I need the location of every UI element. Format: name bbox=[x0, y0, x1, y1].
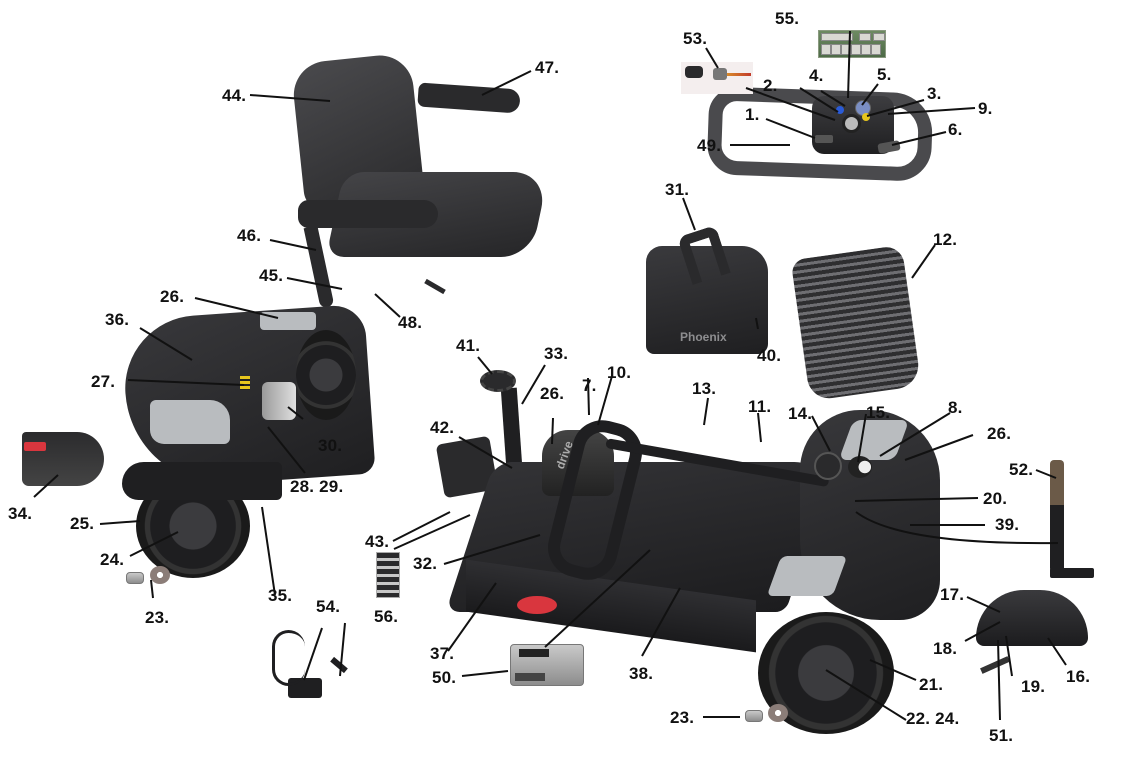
label-50: 50. bbox=[432, 668, 457, 687]
label-31: 31. bbox=[665, 180, 690, 199]
horn-button-blue bbox=[836, 106, 844, 114]
label-3: 3. bbox=[927, 84, 942, 103]
label-22-24: 22. 24. bbox=[906, 709, 960, 728]
fuse-block bbox=[376, 552, 400, 598]
label-25: 25. bbox=[70, 514, 95, 533]
axle-bolt-rear bbox=[126, 572, 144, 584]
battery-brand-text: Phoenix bbox=[680, 330, 727, 344]
label-34: 34. bbox=[8, 504, 33, 523]
label-32: 32. bbox=[413, 554, 438, 573]
steering-stem bbox=[1050, 460, 1064, 572]
label-43: 43. bbox=[365, 532, 390, 551]
label-39: 39. bbox=[995, 515, 1020, 534]
horn-button-yellow bbox=[862, 113, 870, 121]
label-18: 18. bbox=[933, 639, 958, 658]
label-48: 48. bbox=[398, 313, 423, 332]
label-26-front: 26. bbox=[987, 424, 1012, 443]
label-52: 52. bbox=[1009, 460, 1034, 479]
label-11: 11. bbox=[748, 397, 772, 416]
label-54: 54. bbox=[316, 597, 341, 616]
label-7: 7. bbox=[582, 376, 597, 395]
harness-connector bbox=[685, 66, 703, 78]
label-27: 27. bbox=[91, 372, 116, 391]
harness-plug bbox=[713, 68, 727, 80]
rear-shroud-accent-side bbox=[150, 400, 230, 444]
label-17: 17. bbox=[940, 585, 965, 604]
console-circuit-board bbox=[818, 30, 886, 58]
fork-key bbox=[980, 656, 1010, 674]
label-21: 21. bbox=[919, 675, 944, 694]
label-45: 45. bbox=[259, 266, 284, 285]
label-38: 38. bbox=[629, 664, 654, 683]
steering-stem-foot bbox=[1050, 568, 1094, 578]
label-16: 16. bbox=[1066, 667, 1091, 686]
label-12: 12. bbox=[933, 230, 958, 249]
tiller-drive-hood: drive bbox=[542, 430, 614, 496]
label-13: 13. bbox=[692, 379, 717, 398]
label-1: 1. bbox=[745, 105, 760, 124]
label-23-rear: 23. bbox=[145, 608, 170, 627]
charger-cable bbox=[272, 630, 305, 686]
motor-controller bbox=[510, 644, 584, 686]
label-33: 33. bbox=[544, 344, 569, 363]
rear-motor bbox=[262, 382, 296, 420]
rear-reflector bbox=[517, 596, 557, 614]
label-49: 49. bbox=[697, 136, 722, 155]
label-8: 8. bbox=[948, 398, 963, 417]
label-44: 44. bbox=[222, 86, 247, 105]
label-9: 9. bbox=[978, 99, 993, 118]
headlight bbox=[848, 456, 872, 478]
label-37: 37. bbox=[430, 644, 455, 663]
label-28-29: 28. 29. bbox=[290, 477, 344, 496]
label-47: 47. bbox=[535, 58, 560, 77]
tiller-steering-hub bbox=[480, 370, 516, 392]
label-53: 53. bbox=[683, 29, 708, 48]
suspension-spring bbox=[240, 376, 250, 390]
charger-plug bbox=[330, 656, 348, 674]
label-35: 35. bbox=[268, 586, 293, 605]
label-36: 36. bbox=[105, 310, 130, 329]
anti-tip-reflector bbox=[24, 442, 46, 451]
axle-washer-front bbox=[768, 704, 788, 722]
label-56: 56. bbox=[374, 607, 399, 626]
seat-armrest-right bbox=[417, 82, 521, 114]
axle-washer-rear bbox=[150, 566, 170, 584]
seat-armrest-left bbox=[298, 200, 438, 228]
label-6: 6. bbox=[948, 120, 963, 139]
label-2: 2. bbox=[763, 76, 778, 95]
label-24-rear: 24. bbox=[100, 550, 125, 569]
label-42: 42. bbox=[430, 418, 455, 437]
front-basket bbox=[790, 244, 922, 402]
label-30: 30. bbox=[318, 436, 343, 455]
battery-pack: Phoenix bbox=[646, 246, 768, 354]
label-5: 5. bbox=[877, 65, 892, 84]
seat-swivel-lever bbox=[424, 278, 446, 295]
label-4: 4. bbox=[809, 66, 824, 85]
rear-shroud-accent-top bbox=[260, 312, 316, 330]
label-51: 51. bbox=[989, 726, 1014, 745]
rear-wheel-right bbox=[296, 330, 356, 420]
steering-clamp bbox=[814, 452, 842, 480]
front-fork-shroud bbox=[976, 590, 1088, 646]
label-10: 10. bbox=[607, 363, 632, 382]
label-19: 19. bbox=[1021, 677, 1046, 696]
label-15: 15. bbox=[866, 403, 891, 422]
label-14: 14. bbox=[788, 404, 813, 423]
label-26-rear: 26. bbox=[160, 287, 185, 306]
harness-wires bbox=[727, 73, 751, 76]
speed-knob bbox=[842, 114, 861, 133]
throttle-lever bbox=[815, 135, 833, 143]
label-41: 41. bbox=[456, 336, 481, 355]
label-26-tiller: 26. bbox=[540, 384, 565, 403]
label-40: 40. bbox=[757, 346, 782, 365]
label-55: 55. bbox=[775, 9, 800, 28]
label-23-front: 23. bbox=[670, 708, 695, 727]
anti-tip-wheel-backdrop bbox=[22, 432, 104, 486]
rear-fender-lower bbox=[122, 462, 282, 500]
label-20: 20. bbox=[983, 489, 1008, 508]
axle-bolt-front bbox=[745, 710, 763, 722]
label-46: 46. bbox=[237, 226, 262, 245]
